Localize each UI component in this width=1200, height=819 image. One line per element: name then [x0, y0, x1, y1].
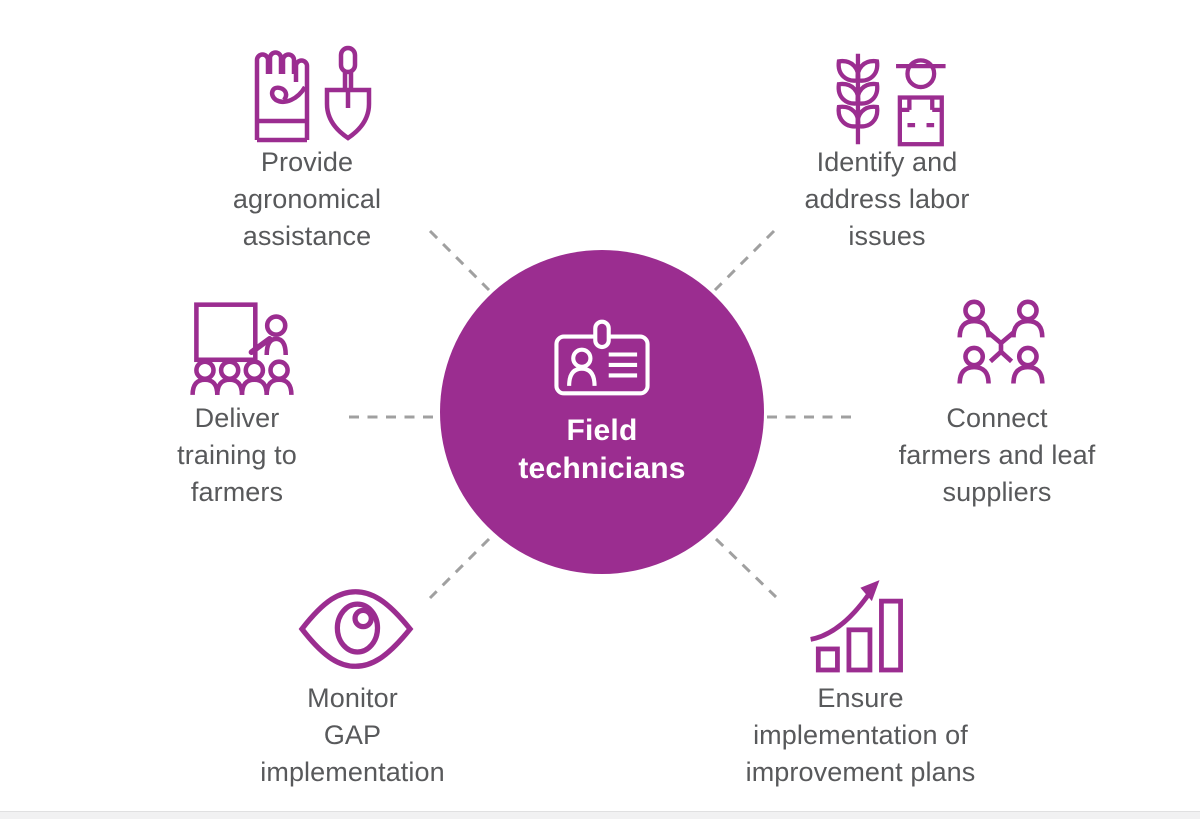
connector-bottom-left	[428, 537, 491, 600]
eye-icon	[295, 585, 417, 673]
item-label: Provide agronomical assistance	[232, 147, 382, 251]
item-label: Ensure implementation of improvement pla…	[745, 683, 976, 787]
item-label: Identify and address labor issues	[804, 147, 970, 251]
glove-trowel-icon	[245, 42, 375, 144]
id-badge-icon	[554, 319, 650, 396]
item-label: Monitor GAP implementation	[260, 683, 445, 787]
center-title: Field technicians	[518, 414, 686, 485]
center-circle: Field technicians	[440, 250, 764, 574]
item-label: Deliver training to farmers	[177, 403, 297, 507]
people-network-icon	[945, 298, 1057, 394]
training-presentation-icon	[185, 297, 299, 395]
growth-chart-icon	[803, 578, 913, 674]
wheat-farmer-icon	[835, 48, 959, 148]
connector-bottom-right	[714, 537, 778, 599]
item-label: Connect farmers and leaf suppliers	[898, 403, 1096, 507]
footer-strip	[0, 811, 1200, 819]
